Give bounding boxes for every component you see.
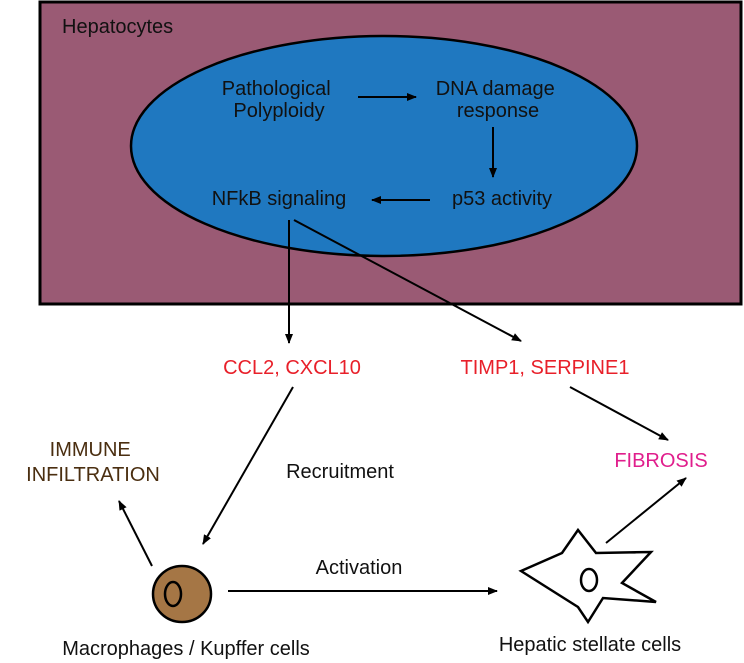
dna-damage-response-label: DNA damage response xyxy=(436,78,561,122)
fibrotic-genes-label: TIMP1, SERPINE1 xyxy=(461,357,630,379)
nucleus-ellipse xyxy=(129,34,639,258)
macrophage-cell-icon xyxy=(151,564,213,624)
nfkb-signaling-label: NFkB signaling xyxy=(212,188,347,210)
pathological-polyploidy-label: Pathological Polyploidy xyxy=(222,78,337,122)
stellate-label: Hepatic stellate cells xyxy=(499,634,681,656)
fibrosis-label: FIBROSIS xyxy=(614,450,707,472)
macrophages-label: Macrophages / Kupffer cells xyxy=(62,638,310,660)
chemokines-label: CCL2, CXCL10 xyxy=(223,357,361,379)
arrow-stellate-to-fibrosis xyxy=(605,477,687,544)
immune-infiltration-label: IMMUNE INFILTRATION xyxy=(26,439,160,486)
arrow-chemokines-to-macrophage xyxy=(202,386,294,545)
stellate-cell-icon xyxy=(518,527,657,625)
p53-activity-label: p53 activity xyxy=(452,188,552,210)
recruitment-label: Recruitment xyxy=(286,461,394,483)
activation-label: Activation xyxy=(316,557,403,579)
arrow-nfkb-to-fibrotic-genes xyxy=(293,219,522,342)
arrow-macrophage-to-immune xyxy=(118,500,153,567)
hepatocytes-label: Hepatocytes xyxy=(62,16,173,38)
arrow-genes-to-fibrosis xyxy=(569,386,669,441)
